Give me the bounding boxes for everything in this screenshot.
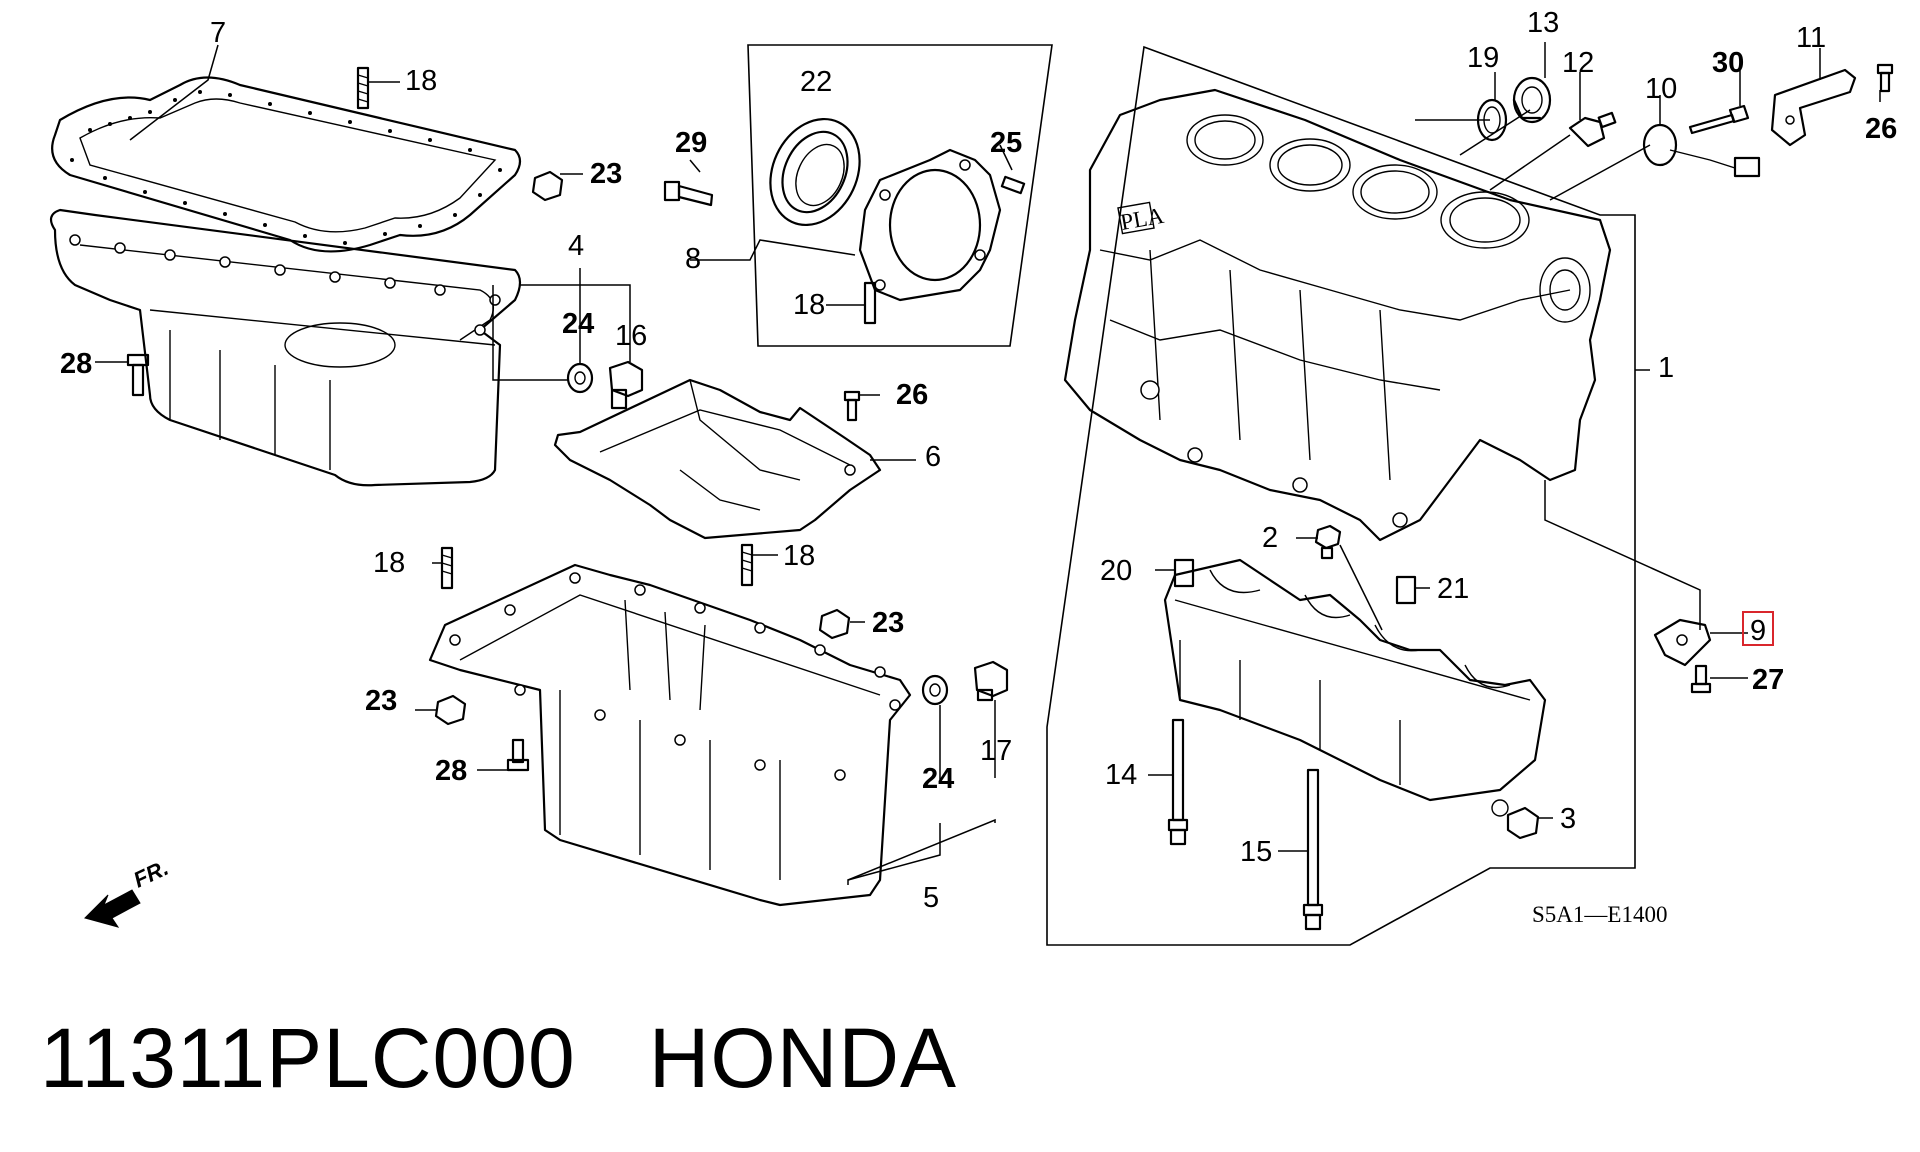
flange-nut-23-lower-left xyxy=(434,694,467,726)
callout-label: 2 xyxy=(1262,522,1278,554)
bearing-cap-bolt-14 xyxy=(1167,718,1189,846)
callout-label: 19 xyxy=(1467,42,1499,74)
callout-label: 20 xyxy=(1100,555,1132,587)
oil-seal-frame xyxy=(747,44,1053,347)
callout-label: 28 xyxy=(60,348,92,380)
flange-nut-23-lower-right xyxy=(818,608,851,640)
bolt-2 xyxy=(1314,524,1342,560)
dowel-pin-21 xyxy=(1395,575,1417,605)
callout-label: 25 xyxy=(990,127,1022,159)
callout-label: 18 xyxy=(373,547,405,579)
callout-label: 18 xyxy=(405,65,437,97)
pla-marking: PLA xyxy=(1119,203,1167,235)
bracket-9 xyxy=(1653,618,1712,667)
callout-9-highlight xyxy=(1742,611,1774,646)
callout-label: 4 xyxy=(568,230,584,262)
callout-label: 13 xyxy=(1527,7,1559,39)
lower-oil-pan xyxy=(428,563,912,907)
bearing-cap-bridge xyxy=(1163,558,1547,802)
oil-pressure-switch-12 xyxy=(1568,111,1617,148)
callout-label: 10 xyxy=(1645,73,1677,105)
dowel-pin-25 xyxy=(1000,175,1026,195)
callout-label: 11 xyxy=(1796,22,1826,54)
front-direction-arrow: FR. xyxy=(84,855,173,928)
callout-label: 18 xyxy=(793,289,825,321)
bearing-cap-bolt-15 xyxy=(1302,768,1324,931)
bolt-3 xyxy=(1491,799,1540,840)
diagram-code: S5A1—E1400 xyxy=(1532,902,1667,927)
callout-label: 17 xyxy=(980,735,1012,767)
callout-label: 16 xyxy=(615,320,647,352)
callout-label: 26 xyxy=(896,379,928,411)
baffle-plate xyxy=(553,378,882,540)
brand-name: HONDA xyxy=(648,1011,958,1105)
upper-oil-pan xyxy=(49,208,522,487)
callout-label: 6 xyxy=(925,441,941,473)
callout-label: 23 xyxy=(872,607,904,639)
callout-label: 29 xyxy=(675,127,707,159)
callout-label: 28 xyxy=(435,755,467,787)
drain-bolt-16 xyxy=(608,360,644,410)
washer-24-lower xyxy=(921,674,949,706)
bracket-11 xyxy=(1770,68,1857,147)
callout-label: 7 xyxy=(210,17,226,49)
stud-bolt-18-lower-mid xyxy=(740,543,754,587)
plug-13 xyxy=(1512,76,1552,124)
part-caption: 11311PLC000 HONDA xyxy=(40,1010,957,1107)
washer-24-top xyxy=(566,362,594,394)
bolt-27 xyxy=(1690,664,1712,694)
flange-bolt-28-top xyxy=(126,353,150,397)
cylinder-block-frame xyxy=(1046,45,1636,946)
callout-label: 18 xyxy=(783,540,815,572)
bolt-30 xyxy=(1688,104,1750,135)
callout-label: 8 xyxy=(685,243,701,275)
callout-labels: 1 2 3 4 5 6 7 8 9 10 11 12 13 14 15 16 1… xyxy=(60,7,1897,914)
dowel-pin-20 xyxy=(1173,558,1195,588)
direction-label: FR. xyxy=(130,855,173,893)
leader-lines xyxy=(95,42,1881,885)
flange-nut-23-top xyxy=(531,170,564,202)
callout-label: 5 xyxy=(923,882,939,914)
callout-label: 23 xyxy=(590,158,622,190)
knock-sensor-10 xyxy=(1642,123,1761,178)
callout-label: 21 xyxy=(1437,573,1469,605)
callout-label: 15 xyxy=(1240,836,1272,868)
callout-label: 14 xyxy=(1105,759,1137,791)
part-number: 11311PLC000 xyxy=(40,1011,576,1105)
callout-label: 9 xyxy=(1750,615,1766,647)
callout-label: 1 xyxy=(1658,352,1674,384)
stud-bolt-18-seal xyxy=(863,281,877,325)
bolt-26-baffle xyxy=(843,390,861,422)
stud-bolt-18-lower-left xyxy=(440,546,454,590)
callout-label: 22 xyxy=(800,66,832,98)
bolt-29 xyxy=(663,180,714,207)
callout-label: 30 xyxy=(1712,47,1744,79)
oil-pan-gasket xyxy=(51,76,522,253)
svg-text:PLA: PLA xyxy=(1119,203,1167,235)
callout-label: 26 xyxy=(1865,113,1897,145)
callout-label: 23 xyxy=(365,685,397,717)
callout-label: 24 xyxy=(922,763,954,795)
callout-label: 24 xyxy=(562,308,594,340)
crankshaft-oil-seal xyxy=(769,117,861,227)
oil-seal-case xyxy=(858,148,1002,302)
cylinder-block xyxy=(1063,88,1612,542)
stud-bolt-18-top xyxy=(356,66,370,110)
callout-label: 27 xyxy=(1752,664,1784,696)
bolt-26-right xyxy=(1876,63,1894,93)
drain-bolt-17 xyxy=(973,660,1009,702)
callout-label: 12 xyxy=(1562,47,1594,79)
flange-bolt-28-lower xyxy=(506,738,530,772)
callout-label: 3 xyxy=(1560,803,1576,835)
